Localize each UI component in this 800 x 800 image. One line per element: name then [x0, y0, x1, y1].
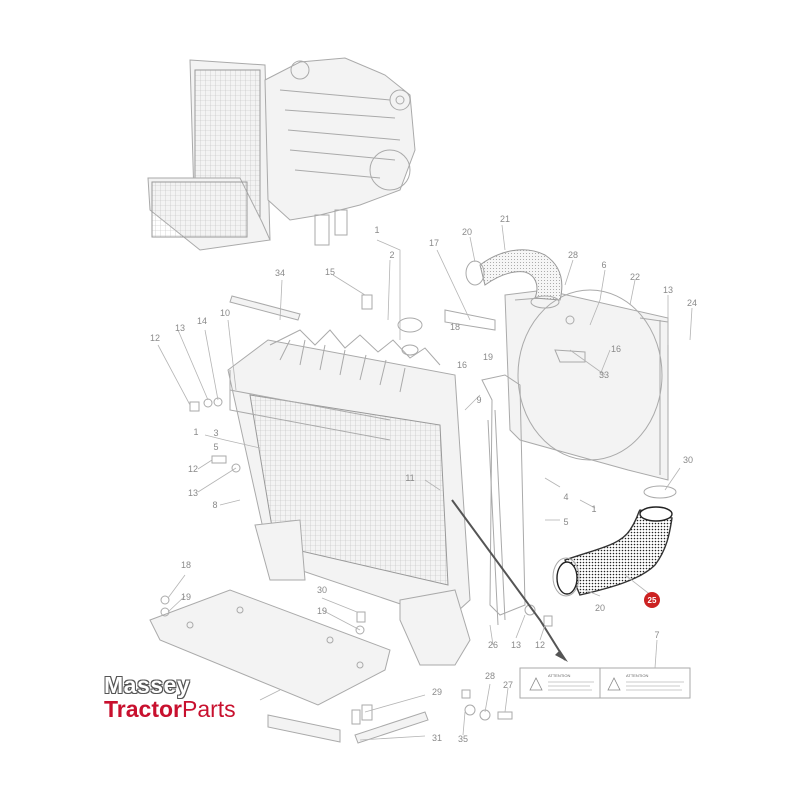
- callout-4: 4: [563, 492, 568, 502]
- brand-line2a: Tractor: [104, 696, 182, 722]
- callout-9: 9: [476, 395, 481, 405]
- callout-15: 15: [325, 267, 335, 277]
- callout-13-c: 13: [511, 640, 521, 650]
- callout-34: 34: [275, 268, 285, 278]
- guard-plate: [149, 589, 391, 706]
- callout-1: 1: [374, 225, 379, 235]
- warning-decals: ATTENTION ATTENTION: [451, 499, 691, 699]
- callout-1-b: 1: [193, 427, 198, 437]
- callout-28: 28: [568, 250, 578, 260]
- callout-25-highlight: 25: [644, 592, 660, 608]
- callout-33: 33: [599, 370, 609, 380]
- callout-22: 22: [630, 272, 640, 282]
- engine-assembly: [147, 57, 416, 251]
- callout-3: 3: [213, 428, 218, 438]
- radiator: [227, 329, 471, 666]
- callout-11: 11: [405, 473, 414, 483]
- warning-title-2: ATTENTION: [626, 673, 648, 678]
- callout-26: 26: [488, 640, 498, 650]
- callout-10: 10: [220, 308, 230, 318]
- callout-5-a: 5: [213, 442, 218, 452]
- callout-20-b: 20: [595, 603, 605, 613]
- callout-7: 7: [654, 630, 659, 640]
- callout-20: 20: [462, 227, 472, 237]
- callout-14: 14: [197, 316, 207, 326]
- callout-13: 13: [663, 285, 673, 295]
- callout-1-c: 1: [591, 504, 596, 514]
- callout-2: 2: [389, 250, 394, 260]
- callout-30-a: 30: [683, 455, 693, 465]
- callout-35: 35: [458, 734, 468, 744]
- callout-13-b: 13: [188, 488, 198, 498]
- highlight-dot: [644, 592, 660, 608]
- callout-12-c: 12: [535, 640, 545, 650]
- callout-19-b: 19: [181, 592, 191, 602]
- warning-title-1: ATTENTION: [548, 673, 570, 678]
- callout-29: 29: [432, 687, 442, 697]
- callout-16-b: 16: [611, 344, 621, 354]
- callout-18-a: 18: [450, 322, 460, 332]
- leader-lines: [157, 224, 693, 741]
- callout-24: 24: [687, 298, 697, 308]
- brand-logo: Massey TractorParts: [104, 674, 236, 721]
- callout-19-c: 19: [317, 606, 327, 616]
- side-seals: [481, 374, 526, 626]
- callout-21: 21: [500, 214, 510, 224]
- callout-31: 31: [432, 733, 442, 743]
- callout-8: 8: [212, 500, 217, 510]
- callout-30-b: 30: [317, 585, 327, 595]
- lower-hose-highlighted: [552, 485, 677, 597]
- brand-line2: TractorParts: [104, 698, 236, 721]
- small-parts: [160, 294, 586, 744]
- callout-28-b: 28: [485, 671, 495, 681]
- callout-27: 27: [503, 680, 513, 690]
- callout-12-b: 12: [188, 464, 198, 474]
- upper-hose: [465, 249, 563, 309]
- callout-18-b: 18: [181, 560, 191, 570]
- brand-line2b: Parts: [181, 696, 236, 722]
- callout-13-a: 13: [175, 323, 185, 333]
- callout-16-a: 16: [457, 360, 467, 370]
- callout-5-b: 5: [563, 517, 568, 527]
- callout-25: 25: [648, 596, 657, 605]
- callout-12-a: 12: [150, 333, 160, 343]
- callout-19-a: 19: [483, 352, 493, 362]
- callout-numbers: 21 20 28 6 22 13 24 1 2 17 34 15 18 19 1…: [150, 214, 697, 744]
- brand-line1: Massey: [104, 672, 191, 698]
- callout-6: 6: [601, 260, 606, 270]
- fan-shroud: [504, 289, 669, 481]
- callout-17: 17: [429, 238, 439, 248]
